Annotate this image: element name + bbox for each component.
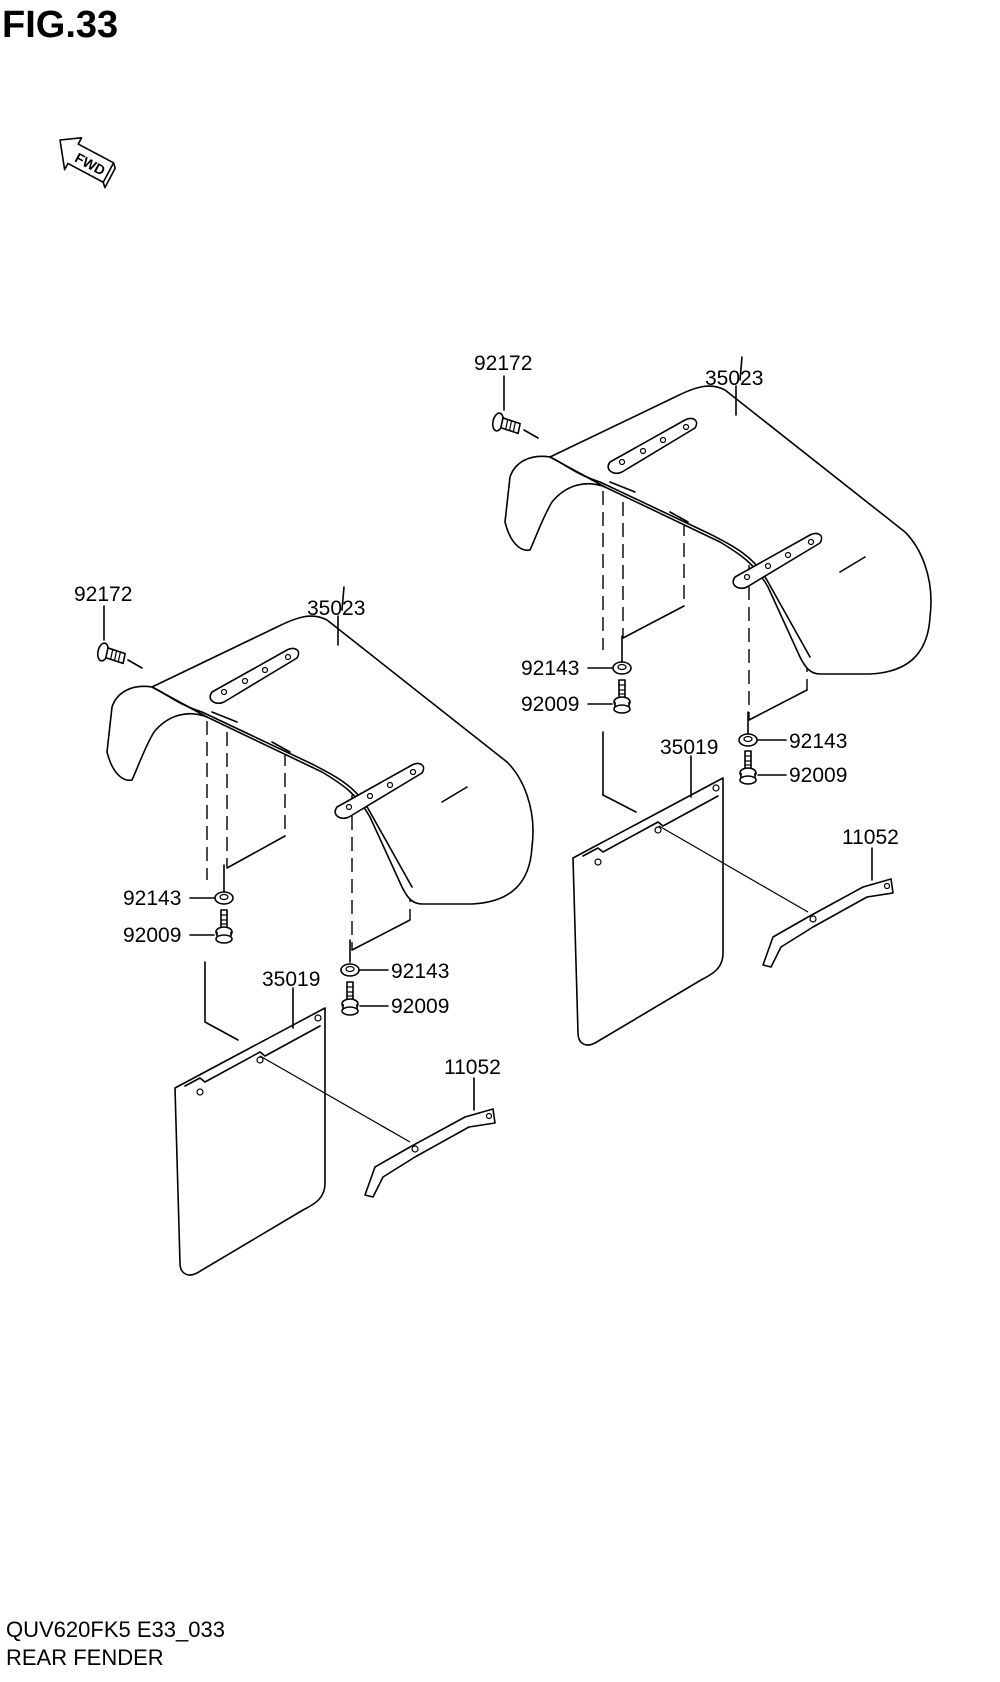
label-92143-left-2: 92143: [391, 960, 449, 983]
left-fender-assembly: 92172 35023 92143 92009 92143 92009 3501…: [74, 583, 534, 1276]
screw-left: [95, 641, 128, 667]
rear-fender-right: [504, 356, 932, 675]
bolt-right-1: [613, 679, 631, 714]
label-92009-right-1: 92009: [521, 693, 579, 716]
washer-left-1: [214, 891, 234, 905]
label-92009-left-1: 92009: [123, 924, 181, 947]
label-35019-right: 35019: [660, 736, 718, 759]
mud-flap-left: [174, 1007, 326, 1276]
label-92143-right-2: 92143: [789, 730, 847, 753]
screw-right: [490, 411, 523, 437]
washer-right-1: [612, 661, 632, 675]
figure-title: FIG.33: [2, 4, 119, 46]
diagram-code: QUV620FK5 E33_033: [6, 1617, 225, 1642]
label-92172-right: 92172: [474, 352, 532, 375]
washer-left-2: [340, 963, 360, 977]
bracket-right: [762, 878, 894, 968]
label-35023-right: 35023: [705, 367, 763, 390]
label-35019-left: 35019: [262, 968, 320, 991]
bolt-right-2: [739, 750, 757, 785]
label-35023-left: 35023: [307, 597, 365, 620]
right-fender-assembly: 92172 35023 92143 92009 92143 92009 3501…: [474, 352, 932, 1046]
label-92009-right-2: 92009: [789, 764, 847, 787]
diagram-name: REAR FENDER: [6, 1645, 164, 1670]
rear-fender-left: [106, 586, 534, 905]
bolt-left-2: [341, 981, 359, 1016]
label-92143-right-1: 92143: [521, 657, 579, 680]
fwd-arrow-icon: FWD: [59, 137, 117, 189]
label-11052-right: 11052: [842, 826, 899, 849]
label-92143-left-1: 92143: [123, 887, 181, 910]
label-11052-left: 11052: [444, 1056, 501, 1079]
bolt-left-1: [215, 909, 233, 944]
label-92009-left-2: 92009: [391, 995, 449, 1018]
mud-flap-right: [572, 777, 724, 1046]
label-92172-left: 92172: [74, 583, 132, 606]
washer-right-2: [738, 733, 758, 747]
bracket-left: [364, 1108, 496, 1198]
